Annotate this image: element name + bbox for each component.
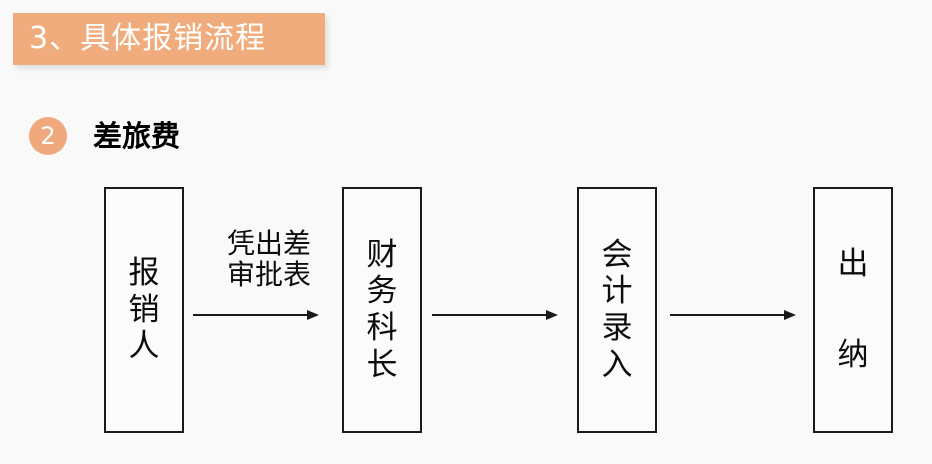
flow-arrow-1 bbox=[193, 308, 319, 322]
flow-node-char: 出 bbox=[837, 246, 869, 282]
section-title-banner: 3、具体报销流程 bbox=[13, 13, 325, 65]
flow-node-char: 纳 bbox=[837, 337, 869, 373]
flow-node-char: 财 bbox=[366, 236, 398, 273]
number-badge-icon: 2 bbox=[29, 117, 67, 155]
subsection-title: 差旅费 bbox=[93, 118, 181, 153]
flow-node-char: 计 bbox=[601, 273, 633, 310]
flow-node-cashier: 出 纳 bbox=[813, 187, 893, 433]
flow-node-char: 务 bbox=[366, 273, 398, 310]
page-title: 3、具体报销流程 bbox=[29, 21, 267, 56]
flow-node-accounting-entry: 会 计 录 入 bbox=[577, 187, 657, 433]
flow-arrow-2 bbox=[432, 308, 558, 322]
flow-node-finance-chief: 财 务 科 长 bbox=[342, 187, 422, 433]
arrow-label-approval-form: 凭出差 审批表 bbox=[219, 228, 319, 291]
flow-node-char: 录 bbox=[601, 310, 633, 346]
flow-arrow-3 bbox=[670, 308, 796, 322]
subsection-heading: 2 差旅费 bbox=[29, 117, 180, 155]
flow-node-char: 科 bbox=[366, 310, 398, 346]
flow-node-char: 入 bbox=[601, 346, 633, 383]
arrow-label-line-2: 审批表 bbox=[226, 258, 311, 292]
arrow-label-line-1: 凭出差 bbox=[226, 227, 311, 260]
flow-node-char: 人 bbox=[128, 328, 160, 365]
flow-node-char: 长 bbox=[366, 346, 398, 383]
flow-node-char: 销 bbox=[128, 291, 160, 328]
flow-node-char: 报 bbox=[128, 255, 160, 292]
flow-node-char: 会 bbox=[601, 236, 633, 273]
flow-node-reimburser: 报 销 人 bbox=[104, 187, 184, 433]
number-badge-label: 2 bbox=[40, 122, 56, 150]
